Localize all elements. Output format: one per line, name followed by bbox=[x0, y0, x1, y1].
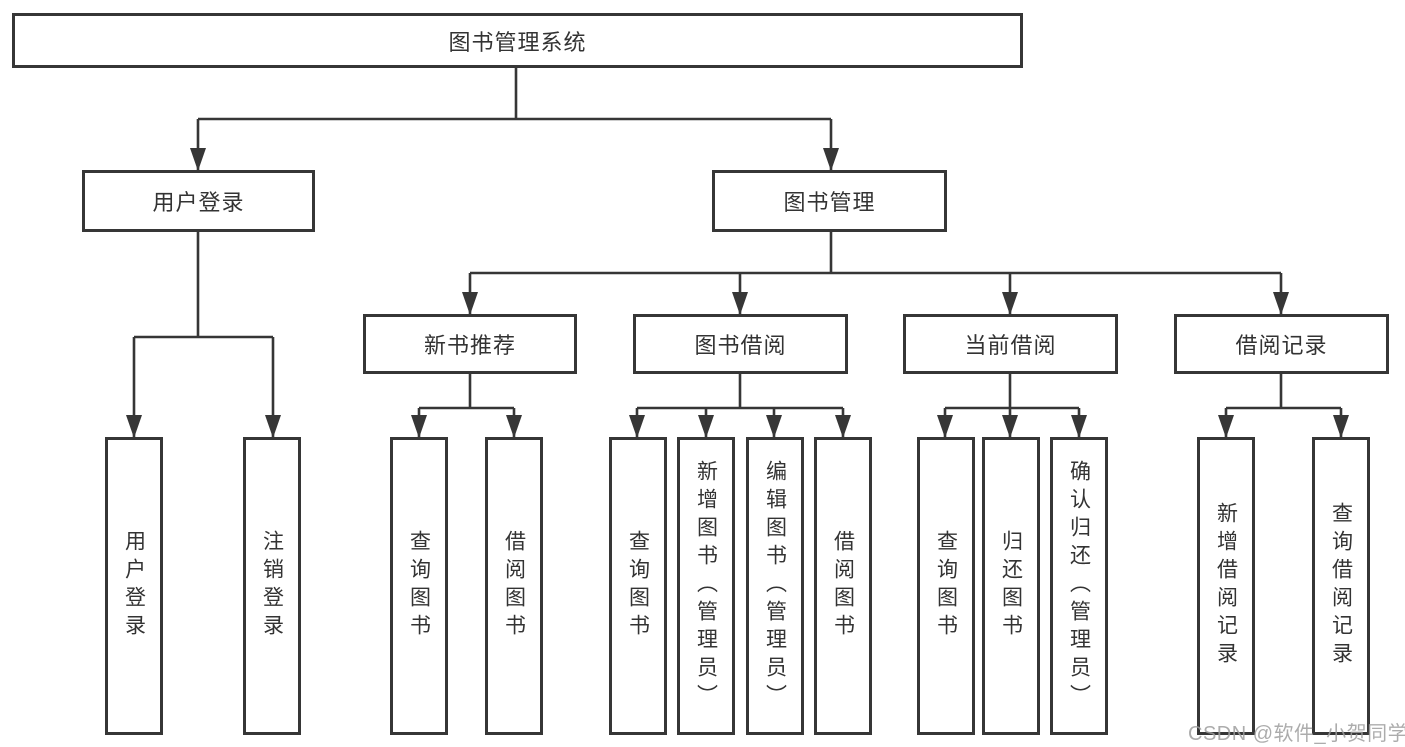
node-library-management-system: 图书管理系统 bbox=[12, 13, 1023, 68]
node-label: 图书管理 bbox=[783, 190, 876, 215]
node-query-books-borrow: 查询图书 bbox=[609, 437, 667, 735]
node-label: 确认归还（管理员） bbox=[1067, 460, 1091, 712]
node-label: 新增借阅记录 bbox=[1214, 502, 1238, 670]
node-borrow-books: 借阅图书 bbox=[814, 437, 872, 735]
node-book-borrow: 图书借阅 bbox=[633, 314, 848, 374]
node-user-login-leaf: 用户登录 bbox=[105, 437, 163, 735]
node-book-management: 图书管理 bbox=[712, 170, 947, 232]
node-label: 新增图书（管理员） bbox=[694, 460, 718, 712]
node-borrow-books-recommend: 借阅图书 bbox=[485, 437, 543, 735]
node-label: 查询图书 bbox=[626, 530, 650, 642]
node-label: 用户登录 bbox=[152, 190, 245, 215]
node-label: 新书推荐 bbox=[423, 333, 516, 358]
node-borrow-record: 借阅记录 bbox=[1174, 314, 1389, 374]
node-confirm-return-admin: 确认归还（管理员） bbox=[1050, 437, 1108, 735]
node-logout: 注销登录 bbox=[243, 437, 301, 735]
node-label: 注销登录 bbox=[260, 530, 284, 642]
node-label: 当前借阅 bbox=[964, 333, 1057, 358]
node-label: 查询借阅记录 bbox=[1329, 502, 1353, 670]
node-add-books-admin: 新增图书（管理员） bbox=[677, 437, 735, 735]
node-label: 查询图书 bbox=[934, 530, 958, 642]
node-return-books: 归还图书 bbox=[982, 437, 1040, 735]
node-current-borrow: 当前借阅 bbox=[903, 314, 1118, 374]
node-label: 图书管理系统 bbox=[448, 29, 587, 55]
node-label: 借阅图书 bbox=[502, 530, 526, 642]
node-label: 借阅记录 bbox=[1235, 333, 1328, 358]
node-new-book-recommend: 新书推荐 bbox=[363, 314, 577, 374]
node-user-login: 用户登录 bbox=[82, 170, 315, 232]
node-label: 用户登录 bbox=[122, 530, 146, 642]
node-label: 归还图书 bbox=[999, 530, 1023, 642]
node-query-books-recommend: 查询图书 bbox=[390, 437, 448, 735]
node-query-borrow-record: 查询借阅记录 bbox=[1312, 437, 1370, 735]
node-add-borrow-record: 新增借阅记录 bbox=[1197, 437, 1255, 735]
node-label: 借阅图书 bbox=[831, 530, 855, 642]
node-label: 图书借阅 bbox=[694, 333, 787, 358]
csdn-watermark: CSDN @软件_小贺同学 bbox=[1188, 723, 1405, 745]
node-edit-books-admin: 编辑图书（管理员） bbox=[746, 437, 804, 735]
node-query-books-current: 查询图书 bbox=[917, 437, 975, 735]
node-label: 查询图书 bbox=[407, 530, 431, 642]
node-label: 编辑图书（管理员） bbox=[763, 460, 787, 712]
